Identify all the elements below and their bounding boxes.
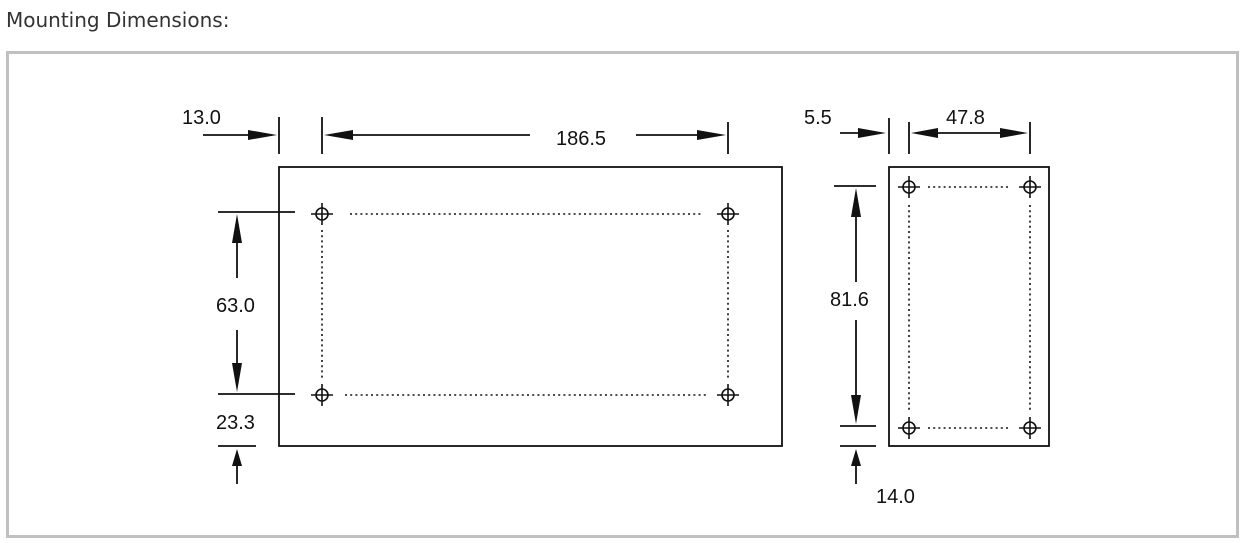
dim-side-hole-spacing: 47.8 bbox=[946, 107, 985, 129]
front-panel-outline bbox=[278, 166, 783, 447]
arrow-left-icon bbox=[324, 130, 353, 140]
arrow-down-icon bbox=[851, 395, 861, 424]
dim-side-offset: 5.5 bbox=[804, 107, 832, 129]
arrow-left-icon bbox=[911, 128, 938, 138]
arrow-right-icon bbox=[1000, 128, 1028, 138]
page-title: Mounting Dimensions: bbox=[6, 8, 230, 32]
arrow-up-icon bbox=[851, 449, 861, 466]
dim-bottom-offset-side: 14.0 bbox=[876, 486, 915, 508]
arrow-down-icon bbox=[232, 363, 242, 392]
arrow-up-icon bbox=[851, 188, 861, 217]
arrow-right-icon bbox=[858, 128, 886, 138]
side-panel-outline bbox=[888, 166, 1050, 447]
dim-hole-spacing-height: 63.0 bbox=[216, 295, 255, 317]
arrow-up-icon bbox=[232, 449, 242, 466]
arrow-right-icon bbox=[697, 130, 726, 140]
diagram-frame bbox=[6, 51, 1239, 538]
dim-hole-spacing-width: 186.5 bbox=[556, 128, 606, 150]
dim-bottom-offset-front: 23.3 bbox=[216, 412, 255, 434]
dim-side-height-spacing: 81.6 bbox=[830, 289, 869, 311]
dim-left-offset: 13.0 bbox=[182, 107, 221, 129]
arrow-up-icon bbox=[232, 214, 242, 243]
arrow-right-icon bbox=[248, 130, 277, 140]
